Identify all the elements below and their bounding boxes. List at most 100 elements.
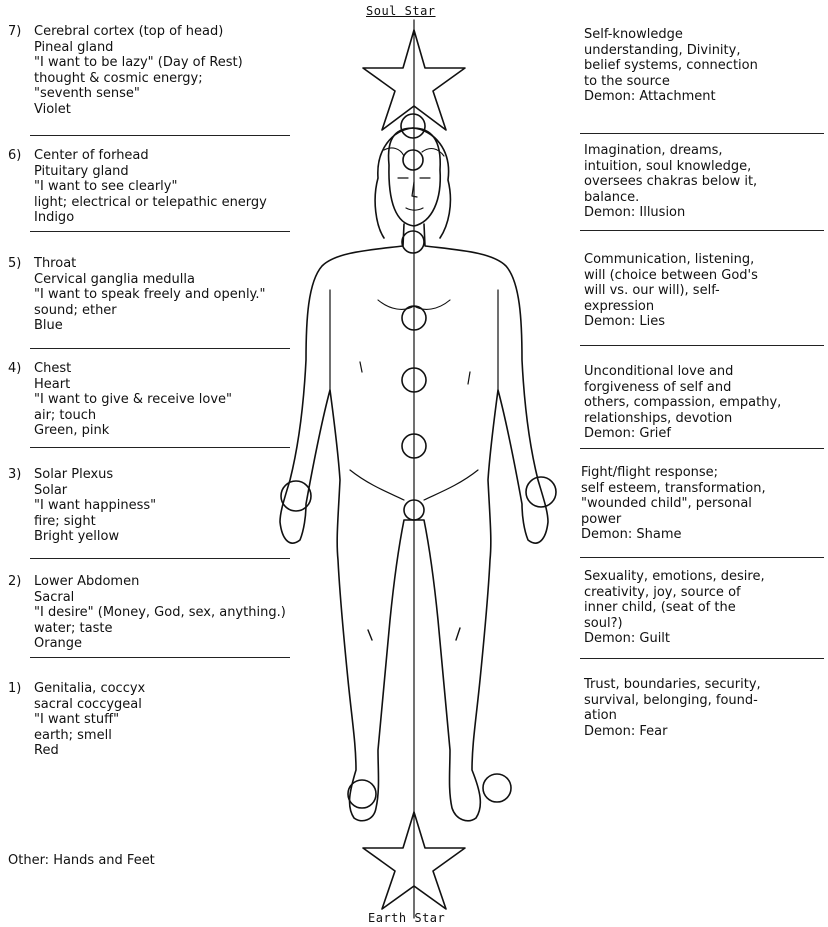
chakra-7-desc-3: belief systems, connection: [584, 58, 758, 74]
chakra-1-affirmation: "I want stuff": [34, 712, 145, 728]
right-foot-circle: [483, 774, 511, 802]
chakra-6-right: Imagination, dreams, intuition, soul kno…: [584, 143, 757, 221]
divider-left-2: [30, 657, 290, 658]
chakra-6-affirmation: "I want to see clearly": [34, 179, 267, 195]
chakra-2-desc-1: Sexuality, emotions, desire,: [584, 569, 765, 585]
other-hands-feet: Other: Hands and Feet: [8, 853, 155, 868]
chakra-4-demon: Demon: Grief: [584, 426, 781, 442]
chakra-6-color: Indigo: [34, 210, 267, 226]
chakra-4-gland: Heart: [34, 377, 232, 393]
chakra-3-gland: Solar: [34, 483, 156, 499]
chakra-2-gland: Sacral: [34, 590, 286, 606]
chakra-6-location: Center of forhead: [34, 148, 267, 164]
chakra-2-demon: Demon: Guilt: [584, 631, 765, 647]
divider-left-5: [30, 348, 290, 349]
divider-left-4: [30, 447, 290, 448]
chakra-4-desc-4: relationships, devotion: [584, 411, 781, 427]
chakra-4-desc-3: others, compassion, empathy,: [584, 395, 781, 411]
chakra-5-demon: Demon: Lies: [584, 314, 758, 330]
chakra-5-gland: Cervical ganglia medulla: [34, 272, 266, 288]
chakra-6-demon: Demon: Illusion: [584, 205, 757, 221]
chakra-6-desc-4: balance.: [584, 190, 757, 206]
chakra-5-color: Blue: [34, 318, 266, 334]
divider-right-3: [580, 557, 824, 558]
chakra-1-desc-1: Trust, boundaries, security,: [584, 677, 761, 693]
chakra-1-element: earth; smell: [34, 728, 145, 744]
chakra-4-number: 4): [8, 361, 34, 377]
chakra-5-affirmation: "I want to speak freely and openly.": [34, 287, 266, 303]
chakra-5-desc-1: Communication, listening,: [584, 252, 758, 268]
chakra-3-desc-1: Fight/flight response;: [581, 465, 766, 481]
chakra-2-desc-3: inner child, (seat of the: [584, 600, 765, 616]
chakra-1-right: Trust, boundaries, security, survival, b…: [584, 677, 761, 739]
chakra-6-desc-3: oversees chakras below it,: [584, 174, 757, 190]
chakra-6-circle: [403, 150, 423, 170]
chakra-6-number: 6): [8, 148, 34, 164]
chakra-5-right: Communication, listening, will (choice b…: [584, 252, 758, 330]
chakra-4-color: Green, pink: [34, 423, 232, 439]
chakra-2-affirmation: "I desire" (Money, God, sex, anything.): [34, 605, 286, 621]
chakra-2-color: Orange: [34, 636, 286, 652]
chakra-5-desc-2: will (choice between God's: [584, 268, 758, 284]
divider-right-2: [580, 658, 824, 659]
chakra-2-element: water; taste: [34, 621, 286, 637]
chakra-2-right: Sexuality, emotions, desire, creativity,…: [584, 569, 765, 647]
chakra-7-desc-1: Self-knowledge: [584, 27, 758, 43]
chakra-7-gland: Pineal gland: [34, 40, 243, 56]
chakra-4-desc-1: Unconditional love and: [584, 364, 781, 380]
left-foot-circle: [348, 780, 376, 808]
divider-right-7: [580, 133, 824, 134]
chakra-2-desc-2: creativity, joy, source of: [584, 585, 765, 601]
chakra-3-right: Fight/flight response; self esteem, tran…: [581, 465, 766, 543]
chakra-3-demon: Demon: Shame: [581, 527, 766, 543]
chakra-7-demon: Demon: Attachment: [584, 89, 758, 105]
chakra-6-gland: Pituitary gland: [34, 164, 267, 180]
chakra-4-desc-2: forgiveness of self and: [584, 380, 781, 396]
chakra-5-location: Throat: [34, 256, 266, 272]
chakra-3-number: 3): [8, 467, 34, 483]
chakra-6-desc-1: Imagination, dreams,: [584, 143, 757, 159]
chakra-7-right: Self-knowledge understanding, Divinity, …: [584, 27, 758, 105]
chakra-1-location: Genitalia, coccyx: [34, 681, 145, 697]
chakra-4-element: air; touch: [34, 408, 232, 424]
divider-left-6: [30, 231, 290, 232]
divider-left-3: [30, 558, 290, 559]
chakra-3-color: Bright yellow: [34, 529, 156, 545]
chakra-7-circle: [401, 114, 425, 138]
chakra-5-number: 5): [8, 256, 34, 272]
chakra-2-desc-4: soul?): [584, 616, 765, 632]
chakra-1-color: Red: [34, 743, 145, 759]
chakra-5-desc-4: expression: [584, 299, 758, 315]
chakra-7-sense: "seventh sense": [34, 86, 243, 102]
chakra-5-circle: [402, 231, 424, 253]
divider-right-5: [580, 345, 824, 346]
chakra-6-desc-2: intuition, soul knowledge,: [584, 159, 757, 175]
chakra-4-affirmation: "I want to give & receive love": [34, 392, 232, 408]
chakra-6-element: light; electrical or telepathic energy: [34, 195, 267, 211]
chakra-2-number: 2): [8, 574, 34, 590]
chakra-3-affirmation: "I want happiness": [34, 498, 156, 514]
chakra-3-desc-4: power: [581, 512, 766, 528]
chakra-1-desc-2: survival, belonging, found-: [584, 693, 761, 709]
chakra-4-right: Unconditional love and forgiveness of se…: [584, 364, 781, 442]
chakra-7-desc-2: understanding, Divinity,: [584, 43, 758, 59]
chakra-3-desc-2: self esteem, transformation,: [581, 481, 766, 497]
chakra-7-element: thought & cosmic energy;: [34, 71, 243, 87]
chakra-7-affirmation: "I want to be lazy" (Day of Rest): [34, 55, 243, 71]
chakra-3-location: Solar Plexus: [34, 467, 156, 483]
chakra-4-location: Chest: [34, 361, 232, 377]
chakra-5-element: sound; ether: [34, 303, 266, 319]
divider-right-6: [580, 230, 824, 231]
hair-outline: [375, 128, 450, 238]
chakra-1-number: 1): [8, 681, 34, 697]
chakra-7-color: Violet: [34, 102, 243, 118]
chakra-2-location: Lower Abdomen: [34, 574, 286, 590]
chakra-5-desc-3: will vs. our will), self-: [584, 283, 758, 299]
chakra-7-location: Cerebral cortex (top of head): [34, 24, 243, 40]
divider-right-4: [580, 448, 824, 449]
divider-left-7: [30, 135, 290, 136]
chakra-7-number: 7): [8, 24, 34, 40]
chakra-7-desc-4: to the source: [584, 74, 758, 90]
chakra-1-gland: sacral coccygeal: [34, 697, 145, 713]
